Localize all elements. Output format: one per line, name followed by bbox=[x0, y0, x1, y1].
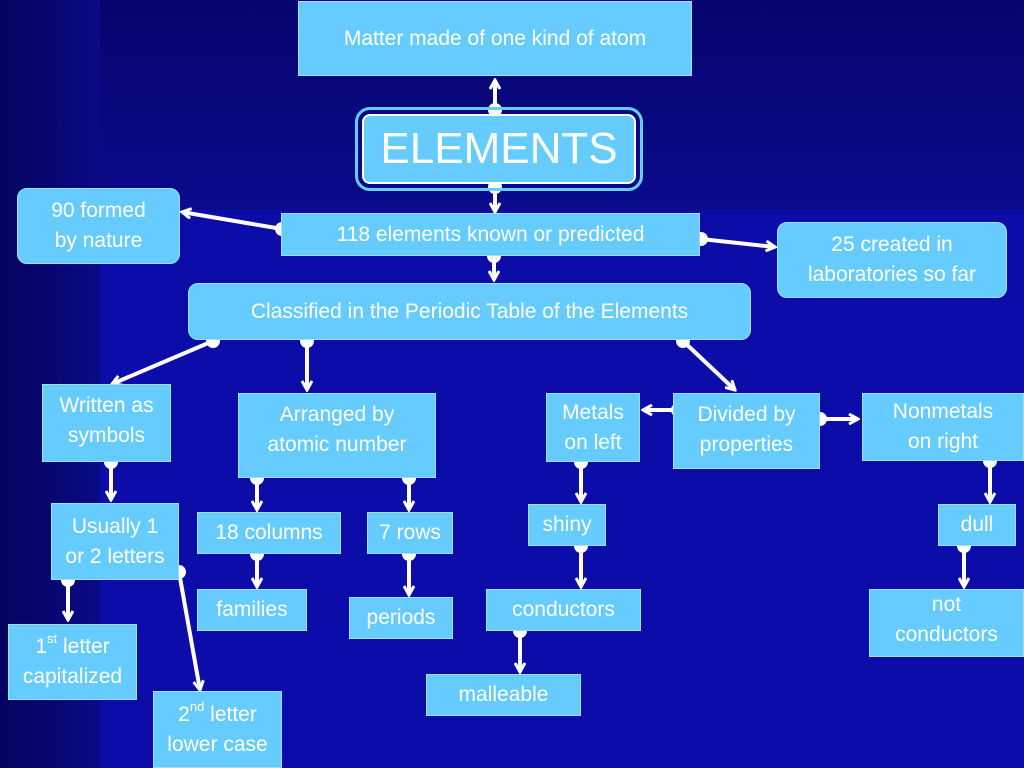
first-letter-num: 1 bbox=[35, 635, 48, 658]
letters-line2: or 2 letters bbox=[65, 544, 165, 568]
atomic-box: Arranged by atomic number bbox=[238, 393, 436, 478]
labs-box: 25 created in laboratories so far bbox=[777, 222, 1007, 298]
connector-known-labs bbox=[700, 237, 775, 247]
conductors-box: conductors bbox=[486, 589, 641, 631]
divided-line1: Divided by bbox=[697, 403, 796, 426]
first-letter-box: 1st letter capitalized bbox=[8, 624, 137, 700]
columns-label: 18 columns bbox=[215, 521, 323, 544]
connector-classified-divided bbox=[681, 339, 735, 390]
second-letter-box: 2nd letter lower case bbox=[153, 691, 282, 768]
divided-box: Divided by properties bbox=[673, 393, 820, 469]
first-letter-sup: st bbox=[47, 631, 58, 646]
shiny-box: shiny bbox=[528, 504, 606, 546]
connector-known-nature bbox=[182, 212, 283, 231]
families-box: families bbox=[197, 589, 307, 631]
shiny-label: shiny bbox=[542, 513, 592, 536]
atomic-line1: Arranged by bbox=[279, 403, 395, 426]
nonmetals-box: Nonmetals on right bbox=[862, 393, 1024, 461]
columns-box: 18 columns bbox=[197, 512, 341, 554]
labs-line2: laboratories so far bbox=[807, 263, 977, 286]
not-conductors-line1: not bbox=[931, 593, 962, 616]
classified-box: Classified in the Periodic Table of the … bbox=[188, 283, 751, 340]
nature-line2: by nature bbox=[54, 229, 143, 252]
atomic-line2: atomic number bbox=[267, 433, 407, 456]
symbols-box: Written as symbols bbox=[42, 384, 171, 462]
connector-classified-symbols bbox=[112, 339, 214, 384]
second-letter-line2: lower case bbox=[167, 732, 268, 756]
divided-line2: properties bbox=[699, 433, 794, 456]
dull-box: dull bbox=[938, 504, 1016, 546]
letters-box: Usually 1 or 2 letters bbox=[51, 503, 179, 580]
first-letter-line2: capitalized bbox=[22, 665, 123, 688]
rows-label: 7 rows bbox=[379, 521, 441, 544]
malleable-label: malleable bbox=[458, 683, 549, 706]
second-letter-sup: nd bbox=[189, 698, 205, 714]
conductors-label: conductors bbox=[512, 598, 615, 621]
second-letter-line1: 2nd letter bbox=[178, 698, 257, 730]
known-box: 118 elements known or predicted bbox=[281, 213, 700, 256]
known-label: 118 elements known or predicted bbox=[336, 222, 645, 246]
matter-box: Matter made of one kind of atom bbox=[298, 1, 692, 76]
metals-line1: Metals bbox=[562, 400, 624, 424]
rows-box: 7 rows bbox=[367, 512, 453, 554]
matter-label: Matter made of one kind of atom bbox=[343, 26, 647, 50]
second-letter-rest: letter bbox=[204, 702, 257, 726]
not-conductors-box: not conductors bbox=[869, 589, 1024, 657]
second-letter-num: 2 bbox=[178, 702, 190, 726]
dull-label: dull bbox=[960, 513, 994, 536]
symbols-line1: Written as bbox=[59, 394, 154, 417]
metals-line2: on left bbox=[564, 430, 622, 454]
first-letter-rest: letter bbox=[57, 635, 110, 658]
labs-line1: 25 created in bbox=[831, 233, 953, 256]
periods-box: periods bbox=[349, 597, 453, 639]
not-conductors-line2: conductors bbox=[895, 623, 998, 646]
nature-box: 90 formed by nature bbox=[17, 188, 180, 264]
malleable-box: malleable bbox=[426, 674, 581, 716]
families-label: families bbox=[216, 598, 288, 621]
letters-line1: Usually 1 bbox=[71, 514, 159, 538]
first-letter-line1: 1st letter bbox=[35, 632, 109, 662]
metals-box: Metals on left bbox=[546, 393, 640, 462]
elements-title: ELEMENTS bbox=[380, 124, 618, 173]
nonmetals-line2: on right bbox=[907, 430, 979, 453]
periods-label: periods bbox=[366, 606, 436, 629]
connector-letters-second bbox=[177, 571, 200, 690]
nature-line1: 90 formed bbox=[51, 199, 146, 222]
symbols-line2: symbols bbox=[67, 424, 146, 447]
nonmetals-line1: Nonmetals bbox=[892, 400, 994, 423]
classified-label: Classified in the Periodic Table of the … bbox=[250, 299, 689, 323]
elements-title-box: ELEMENTS bbox=[355, 107, 643, 191]
